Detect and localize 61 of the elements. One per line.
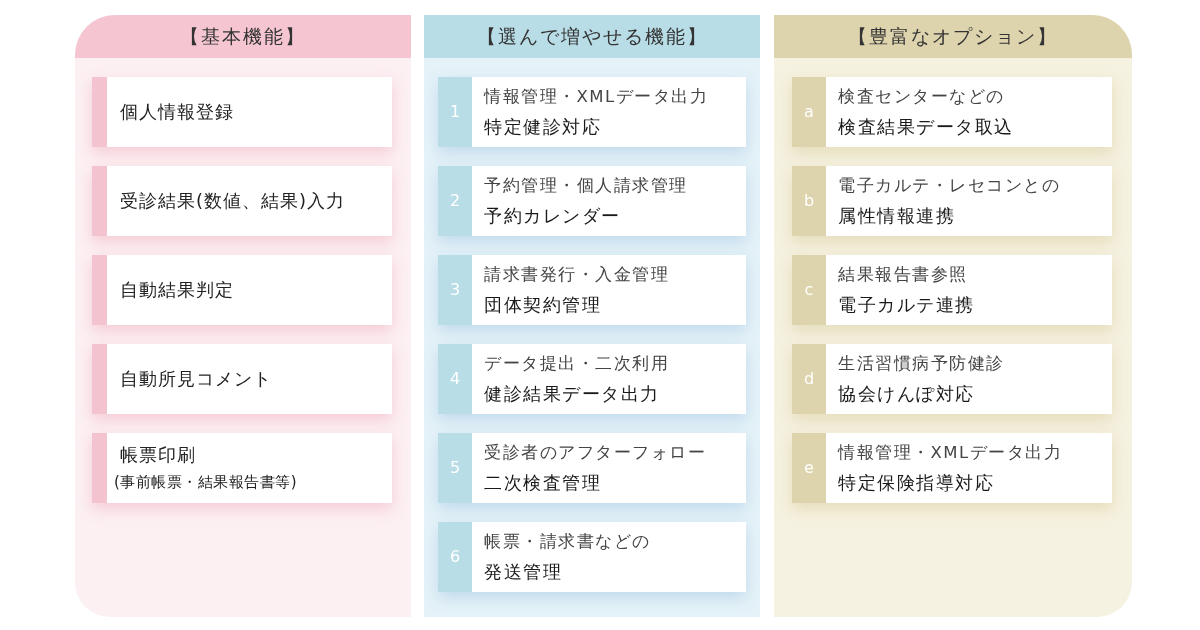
feature-card: [438, 433, 746, 503]
feature-title: 個人情報登録: [120, 100, 234, 124]
feature-subtitle: 情報管理・XMLデータ出力: [838, 442, 1063, 464]
feature-title: 団体契約管理: [484, 293, 601, 317]
number-tab: b: [792, 166, 826, 236]
feature-title: 電子カルテ連携: [838, 293, 975, 317]
feature-panel: [774, 15, 1132, 617]
number-tab: 5: [438, 433, 472, 503]
number-tab: c: [792, 255, 826, 325]
feature-card: [92, 255, 392, 325]
feature-panel: [424, 15, 760, 617]
feature-title: 二次検査管理: [484, 471, 601, 495]
panel-header: 【選んで増やせる機能】: [424, 15, 760, 58]
panel-header: 【豊富なオプション】: [774, 15, 1132, 58]
feature-title: 予約カレンダー: [484, 204, 621, 228]
feature-title: 特定健診対応: [484, 115, 601, 139]
feature-subtitle: 結果報告書参照: [838, 264, 968, 286]
feature-card: [792, 344, 1112, 414]
feature-subtitle: データ提出・二次利用: [484, 353, 669, 375]
feature-title: 自動所見コメント: [120, 367, 272, 391]
feature-card: [792, 77, 1112, 147]
number-tab: 2: [438, 166, 472, 236]
feature-title: 受診結果(数値、結果)入力: [120, 189, 346, 213]
feature-subtitle: 帳票・請求書などの: [484, 531, 651, 553]
number-tab: 4: [438, 344, 472, 414]
feature-card: [92, 166, 392, 236]
feature-title: 帳票印刷: [120, 443, 196, 467]
number-tab: a: [792, 77, 826, 147]
feature-subtitle: 受診者のアフターフォロー: [484, 442, 706, 464]
feature-title: 属性情報連携: [838, 204, 955, 228]
feature-subtitle: 予約管理・個人請求管理: [484, 175, 688, 197]
number-tab: d: [792, 344, 826, 414]
feature-title: 自動結果判定: [120, 278, 234, 302]
feature-subtitle: 電子カルテ・レセコンとの: [838, 175, 1060, 197]
feature-title: 発送管理: [484, 560, 562, 584]
feature-card: [438, 255, 746, 325]
feature-subtitle: 検査センターなどの: [838, 86, 1005, 108]
panel-header: 【基本機能】: [75, 15, 411, 58]
feature-card: [438, 77, 746, 147]
number-tab: 6: [438, 522, 472, 592]
feature-title: 検査結果データ取込: [838, 115, 1014, 139]
feature-subtitle: 請求書発行・入金管理: [484, 264, 669, 286]
feature-card: [792, 433, 1112, 503]
feature-card: [438, 522, 746, 592]
feature-card: [92, 433, 392, 503]
number-tab: 1: [438, 77, 472, 147]
feature-card: [92, 77, 392, 147]
feature-title: 協会けんぽ対応: [838, 382, 975, 406]
feature-subtitle: 生活習慣病予防健診: [838, 353, 1005, 375]
feature-card: [92, 344, 392, 414]
feature-title: 特定保険指導対応: [838, 471, 994, 495]
feature-panel: [75, 15, 411, 617]
number-tab: 3: [438, 255, 472, 325]
feature-title: 健診結果データ出力: [484, 382, 660, 406]
feature-note: (事前帳票・結果報告書等): [114, 473, 298, 492]
feature-card: [438, 166, 746, 236]
feature-card: [438, 344, 746, 414]
feature-card: [792, 255, 1112, 325]
feature-subtitle: 情報管理・XMLデータ出力: [484, 86, 709, 108]
number-tab: e: [792, 433, 826, 503]
feature-card: [792, 166, 1112, 236]
